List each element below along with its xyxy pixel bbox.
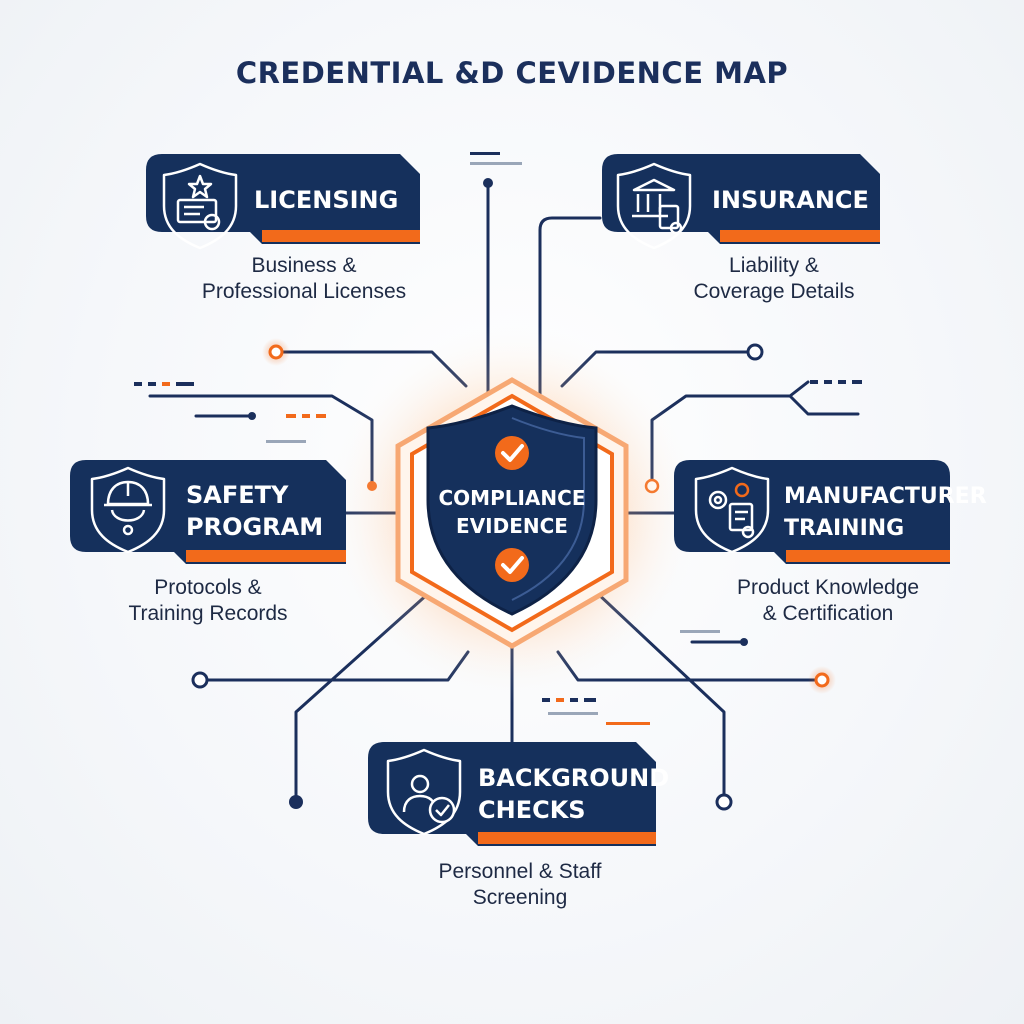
dash-decorations (134, 152, 862, 725)
check-circle-icon (495, 436, 529, 470)
manufacturer-title-line2: TRAINING (784, 516, 904, 541)
person-check-icon (386, 748, 462, 836)
licensing-title: LICENSING (254, 186, 398, 214)
center-shield-icon (426, 404, 598, 616)
licensing-desc-line1: Business & (251, 254, 356, 277)
background-title-line2: CHECKS (478, 796, 586, 824)
bank-policy-icon (616, 162, 692, 250)
check-circle-icon (495, 548, 529, 582)
background-desc-line2: Screening (473, 886, 568, 909)
background-checks-card[interactable]: BACKGROUND CHECKS (368, 742, 669, 846)
insurance-desc-line1: Liability & (729, 254, 819, 277)
licensing-card[interactable]: LICENSING (146, 154, 420, 250)
license-certificate-icon (162, 162, 238, 250)
safety-title-line2: PROGRAM (186, 513, 323, 541)
insurance-title: INSURANCE (712, 186, 869, 214)
manufacturer-title-line1: MANUFACTURER (784, 484, 987, 509)
gears-certificate-icon (694, 466, 770, 554)
manufacturer-training-card[interactable]: MANUFACTURER TRAINING (674, 460, 987, 564)
center-label-line2: EVIDENCE (456, 514, 568, 538)
connector-right-branch (788, 380, 810, 398)
safety-desc-line1: Protocols & (154, 576, 261, 599)
connector-insurance (538, 216, 602, 397)
insurance-card[interactable]: INSURANCE (602, 154, 880, 250)
manufacturer-desc-line1: Product Knowledge (737, 576, 919, 599)
manufacturer-desc-line2: & Certification (763, 602, 894, 625)
background-title-line1: BACKGROUND (478, 764, 669, 792)
safety-program-card[interactable]: SAFETY PROGRAM (70, 460, 346, 564)
licensing-desc-line2: Professional Licenses (202, 280, 406, 303)
background-desc-line1: Personnel & Staff (438, 860, 601, 883)
insurance-desc-line2: Coverage Details (693, 280, 854, 303)
hard-hat-icon (90, 466, 166, 554)
compliance-evidence-hub[interactable]: COMPLIANCE EVIDENCE (322, 323, 702, 703)
safety-title-line1: SAFETY (186, 481, 289, 509)
safety-desc-line2: Training Records (128, 602, 287, 625)
center-label-line1: COMPLIANCE (439, 486, 586, 510)
diagram-title: CREDENTIAL &D CEVIDENCE MAP (235, 56, 789, 90)
